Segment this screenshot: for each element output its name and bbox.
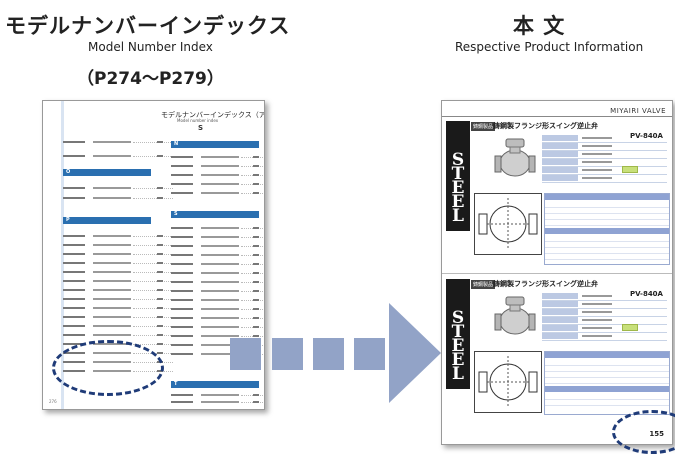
index-entry — [63, 271, 173, 274]
arrow-head — [389, 303, 441, 403]
index-section-p: P — [63, 217, 151, 224]
index-entry — [171, 394, 264, 397]
index-entry — [171, 183, 264, 186]
index-entry — [63, 187, 173, 190]
header-rule — [442, 116, 672, 117]
index-entry — [63, 235, 173, 238]
index-section-n: N — [171, 141, 259, 148]
index-entry — [171, 272, 264, 275]
index-section-s: S — [171, 211, 259, 218]
steel-label: 鋳鋼製品 — [471, 280, 496, 289]
index-entry — [171, 335, 264, 338]
index-letter: S — [198, 124, 204, 132]
model-code-top: PV-840A — [630, 132, 663, 140]
maker-name: MIYAIRI VALVE — [610, 107, 666, 115]
index-entry — [63, 334, 173, 337]
model-index-subtitle: Model Number Index — [88, 40, 213, 54]
index-entry — [63, 307, 173, 310]
page-range: （P274～P279） — [77, 69, 224, 89]
highlight-ellipse-index — [52, 340, 164, 396]
index-entry — [171, 227, 264, 230]
spec-table-top — [542, 135, 667, 191]
index-entry — [63, 197, 173, 200]
arrow-segment — [272, 338, 303, 370]
index-entry — [171, 317, 264, 320]
index-entry — [171, 281, 264, 284]
arrow-segment — [313, 338, 344, 370]
index-entry — [63, 262, 173, 265]
index-entry — [171, 401, 264, 404]
index-entry — [171, 299, 264, 302]
spec-table-bottom — [542, 293, 667, 349]
index-section-t: T — [171, 381, 259, 388]
index-entry — [171, 156, 264, 159]
index-entry — [63, 325, 173, 328]
arrow-segment — [354, 338, 385, 370]
index-entry — [63, 316, 173, 319]
steel-label: 鋳鋼製品 — [471, 122, 496, 131]
index-entry — [171, 192, 264, 195]
highlight-ellipse-page-number — [612, 410, 675, 454]
steel-band — [446, 121, 470, 231]
main-text-title: 本 文 — [513, 14, 566, 38]
index-entry — [171, 290, 264, 293]
status-tag — [622, 324, 638, 331]
block-divider — [442, 273, 672, 274]
index-entry — [171, 165, 264, 168]
page-margin-stripe — [61, 101, 64, 409]
dimension-table-bottom — [544, 351, 670, 415]
steel-band — [446, 279, 470, 389]
valve-image-top — [494, 137, 536, 187]
arrow-segment — [230, 338, 261, 370]
index-page-folio: 276 — [49, 399, 57, 404]
model-code-bottom: PV-840A — [630, 290, 663, 298]
index-entry — [63, 280, 173, 283]
product-title-bottom: 鋳鋼製フランジ形スイング逆止弁 — [493, 280, 598, 288]
dimension-table-top — [544, 193, 670, 265]
model-index-title: モデルナンバーインデックス — [5, 14, 291, 38]
index-entry — [63, 141, 173, 144]
index-entry — [63, 289, 173, 292]
main-text-subtitle: Respective Product Information — [455, 40, 644, 54]
dimension-drawing-bottom — [474, 351, 542, 413]
index-entry — [171, 263, 264, 266]
index-entry — [171, 308, 264, 311]
index-entry — [171, 174, 264, 177]
index-entry — [171, 245, 264, 248]
index-entry — [63, 155, 173, 158]
index-entry — [63, 298, 173, 301]
index-section-o: O — [63, 169, 151, 176]
valve-image-bottom — [494, 295, 536, 345]
index-page-heading: モデルナンバーインデックス（アルファベット順） — [161, 111, 264, 119]
status-tag — [622, 166, 638, 173]
index-entry — [171, 236, 264, 239]
index-entry — [171, 254, 264, 257]
index-entry — [63, 244, 173, 247]
product-title-top: 鋳鋼製フランジ形スイング逆止弁 — [493, 122, 598, 130]
dimension-drawing-top — [474, 193, 542, 255]
index-entry — [63, 253, 173, 256]
index-page-subheading: Model number index — [177, 118, 219, 123]
index-entry — [171, 326, 264, 329]
